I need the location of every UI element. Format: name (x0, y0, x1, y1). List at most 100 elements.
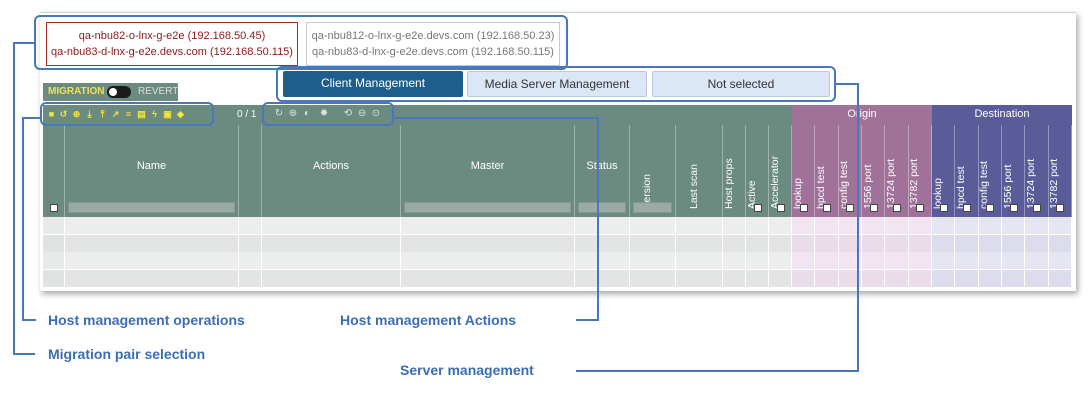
column-header[interactable]: config test (838, 125, 862, 217)
grid-cell[interactable] (978, 269, 1002, 288)
grid-cell[interactable] (676, 234, 723, 253)
grid-cell[interactable] (815, 217, 839, 235)
column-header[interactable]: Name (65, 125, 239, 217)
grid-cell[interactable] (1025, 269, 1049, 288)
grid-cell[interactable] (1002, 234, 1026, 253)
column-header[interactable]: 13782 port (908, 125, 932, 217)
grid-cell[interactable] (401, 252, 575, 270)
header-checkbox[interactable] (846, 204, 855, 212)
clipboard-icon[interactable]: ▣ (163, 109, 172, 119)
grid-cell[interactable] (723, 269, 746, 288)
grid-cell[interactable] (838, 269, 862, 288)
grid-cell[interactable] (862, 252, 886, 270)
column-header[interactable]: config test (978, 125, 1002, 217)
grid-cell[interactable] (1002, 217, 1026, 235)
column-header[interactable]: Active (746, 125, 769, 217)
grid-cell[interactable] (932, 252, 956, 270)
column-header[interactable]: 1556 port (1002, 125, 1026, 217)
grid-cell[interactable] (401, 269, 575, 288)
grid-cell[interactable] (723, 234, 746, 253)
column-filter-input[interactable] (404, 202, 571, 213)
grid-cell[interactable] (769, 252, 792, 270)
grid-cell[interactable] (955, 252, 979, 270)
header-checkbox[interactable] (822, 204, 831, 212)
header-checkbox[interactable] (1056, 204, 1065, 212)
grid-cell[interactable] (815, 252, 839, 270)
grid-cell[interactable] (65, 234, 239, 253)
grid-cell[interactable] (885, 234, 909, 253)
grid-cell[interactable] (862, 217, 886, 235)
column-header[interactable]: bpcd test (815, 125, 839, 217)
grid-cell[interactable] (862, 269, 886, 288)
grid-cell[interactable] (239, 269, 262, 288)
column-header[interactable]: Last scan (676, 125, 723, 217)
header-checkbox[interactable] (986, 204, 995, 212)
header-checkbox[interactable] (753, 204, 762, 212)
grid-cell[interactable] (262, 217, 401, 235)
undo-icon[interactable]: ↺ (59, 109, 68, 119)
migration-toggle[interactable] (107, 86, 131, 98)
column-header[interactable]: lookup (792, 125, 816, 217)
header-checkbox[interactable] (1032, 204, 1041, 212)
grid-cell[interactable] (955, 217, 979, 235)
grid-cell[interactable] (262, 269, 401, 288)
grid-cell[interactable] (630, 252, 676, 270)
column-header[interactable]: Master (401, 125, 575, 217)
column-header[interactable]: Status (575, 125, 630, 217)
grid-cell[interactable] (65, 252, 239, 270)
grid-cell[interactable] (676, 252, 723, 270)
settings-icon[interactable]: ✹ (319, 108, 329, 119)
grid-cell[interactable] (792, 234, 816, 253)
grid-cell[interactable] (1025, 252, 1049, 270)
grid-cell[interactable] (1002, 269, 1026, 288)
grid-cell[interactable] (630, 234, 676, 253)
grid-cell[interactable] (723, 217, 746, 235)
header-checkbox[interactable] (869, 204, 878, 212)
grid-cell[interactable] (746, 234, 769, 253)
tag-icon[interactable]: ◆ (177, 109, 184, 119)
grid-cell[interactable] (885, 269, 909, 288)
grid-cell[interactable] (1002, 252, 1026, 270)
column-header[interactable]: Version (630, 125, 676, 217)
grid-cell[interactable] (885, 217, 909, 235)
grid-cell[interactable] (978, 217, 1002, 235)
grid-cell[interactable] (43, 252, 65, 270)
column-filter-input[interactable] (68, 202, 235, 213)
grid-cell[interactable] (815, 234, 839, 253)
grid-cell[interactable] (908, 217, 932, 235)
grid-cell[interactable] (769, 269, 792, 288)
document-icon[interactable]: ▤ (137, 109, 146, 119)
grid-cell[interactable] (978, 252, 1002, 270)
grid-cell[interactable] (1048, 234, 1072, 253)
grid-cell[interactable] (792, 269, 816, 288)
grid-cell[interactable] (978, 234, 1002, 253)
grid-cell[interactable] (1048, 217, 1072, 235)
column-filter-input[interactable] (578, 202, 626, 213)
refresh-icon[interactable]: ↻ (274, 108, 284, 119)
grid-cell[interactable] (65, 269, 239, 288)
column-header[interactable] (239, 125, 262, 217)
download-icon[interactable]: ⤓ (87, 109, 92, 119)
lightning-icon[interactable]: ϟ (152, 109, 157, 119)
grid-cell[interactable] (746, 269, 769, 288)
grid-cell[interactable] (746, 217, 769, 235)
grid-cell[interactable] (746, 252, 769, 270)
column-header[interactable]: 13724 port (885, 125, 909, 217)
grid-cell[interactable] (239, 252, 262, 270)
grid-cell[interactable] (1048, 252, 1072, 270)
column-filter-input[interactable] (633, 202, 672, 213)
grid-cell[interactable] (885, 252, 909, 270)
grid-cell[interactable] (239, 234, 262, 253)
grid-cell[interactable] (676, 269, 723, 288)
grid-cell[interactable] (630, 269, 676, 288)
grid-cell[interactable] (43, 234, 65, 253)
tab-not-selected[interactable]: Not selected (652, 71, 830, 97)
grid-cell[interactable] (43, 217, 65, 235)
grid-cell[interactable] (401, 217, 575, 235)
column-header[interactable]: lookup (932, 125, 956, 217)
tab-client-management[interactable]: Client Management (283, 71, 463, 97)
grid-cell[interactable] (575, 269, 630, 288)
grid-cell[interactable] (932, 217, 956, 235)
grid-cell[interactable] (955, 269, 979, 288)
header-checkbox[interactable] (892, 204, 901, 212)
